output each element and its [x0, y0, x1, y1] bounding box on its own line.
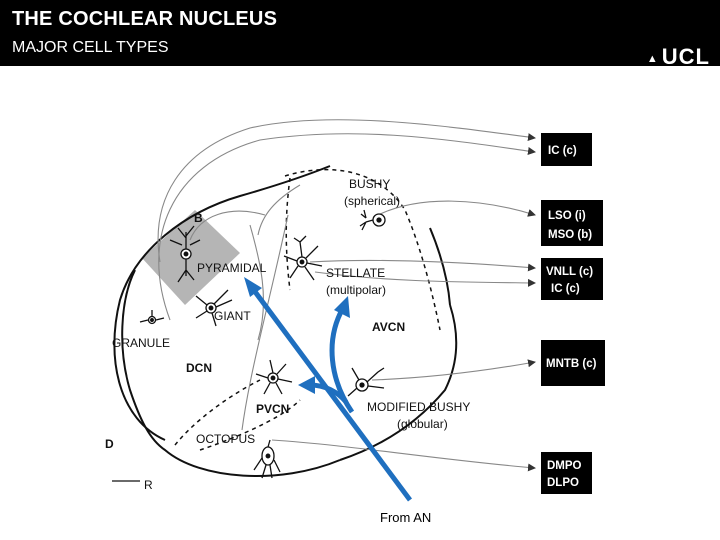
dcn-shaded-region [142, 210, 240, 305]
stellate-cell [283, 235, 323, 281]
page-subtitle: MAJOR CELL TYPES [12, 39, 169, 56]
header-bar: THE COCHLEAR NUCLEUS MAJOR CELL TYPES ▲U… [0, 0, 720, 69]
target-mntb-label: MNTB (c) [546, 358, 597, 370]
pvcn-inner-boundary [199, 399, 301, 451]
pathway-lso-mso [377, 200, 536, 217]
label-bushy: BUSHY [349, 177, 390, 191]
label-pyramidal: PYRAMIDAL [197, 261, 267, 275]
target-vnll-ic-box: VNLL (c) IC (c) [541, 258, 603, 300]
avcn-boundary [284, 168, 441, 331]
an-arrow-to-dcn [247, 283, 413, 502]
granule-cell [139, 310, 165, 325]
target-dmpo-label: DMPO [547, 460, 582, 472]
an-arrowhead-pvcn [298, 376, 315, 394]
target-mntb-box: MNTB (c) [541, 340, 605, 386]
label-avcn: AVCN [372, 320, 405, 334]
target-ic-box: IC (c) [541, 133, 592, 166]
pathway-fiber-b [249, 224, 264, 341]
pathway-fiber-d [257, 184, 301, 236]
bushy-spherical-cell [359, 209, 386, 231]
label-dcn: DCN [186, 361, 212, 375]
label-modified-bushy-globular: (globular) [397, 417, 448, 431]
auditory-nerve-arrows [244, 277, 413, 502]
page-title: THE COCHLEAR NUCLEUS [12, 8, 278, 30]
modified-bushy-cell [347, 367, 385, 397]
ucl-logo: ▲UCL [647, 44, 710, 70]
label-stellate: STELLATE [326, 266, 385, 280]
target-lso-label: LSO (i) [548, 210, 586, 222]
orientation-rostral: R [144, 478, 153, 492]
nucleus-outer-boundary [113, 165, 331, 441]
giant-cell [195, 289, 233, 327]
target-dmpo-dlpo-box: DMPO DLPO [541, 452, 592, 494]
pathway-fiber-a [189, 210, 266, 241]
label-octopus: OCTOPUS [196, 432, 255, 446]
an-arrowhead-dcn [244, 277, 262, 297]
dcn-vcn-boundary [285, 177, 291, 291]
pathway-vnll-2 [314, 271, 536, 287]
label-modified-bushy: MODIFIED BUSHY [367, 400, 470, 414]
pathway-vnll [309, 259, 536, 272]
pyramidal-cell [169, 225, 201, 283]
octopus-cell [253, 439, 281, 479]
an-arrowhead-avcn [334, 296, 350, 318]
nucleus-lower-boundary [121, 269, 341, 478]
label-b: B [194, 211, 203, 225]
label-pvcn: PVCN [256, 402, 289, 416]
target-dlpo-label: DLPO [547, 477, 579, 489]
pathway-ic-2 [158, 133, 536, 321]
pvcn-boundary [174, 379, 261, 446]
orientation-dorsal: D [105, 437, 114, 451]
target-vnll-label: VNLL (c) [546, 266, 593, 278]
pathway-fiber-c [241, 214, 289, 431]
label-stellate-multipolar: (multipolar) [326, 283, 386, 297]
nucleus-right-upper-boundary [429, 227, 451, 306]
pathway-mntb [371, 359, 536, 381]
label-giant: GIANT [214, 309, 251, 323]
nucleus-right-boundary [339, 304, 458, 461]
target-lso-mso-box: LSO (i) MSO (b) [541, 200, 603, 246]
label-granule: GRANULE [112, 336, 170, 350]
ucl-portico-icon: ▲ [646, 53, 659, 65]
ucl-logo-text: UCL [661, 44, 710, 69]
pathway-dmpo [271, 439, 536, 472]
target-mso-label: MSO (b) [548, 229, 592, 241]
pvcn-stellate-cell [255, 359, 293, 395]
target-ic-label: IC (c) [548, 145, 577, 157]
pathway-ic [157, 119, 536, 263]
label-bushy-spherical: (spherical) [344, 194, 400, 208]
label-from-an: From AN [380, 510, 431, 525]
target-vnll-ic-label: IC (c) [551, 283, 580, 295]
